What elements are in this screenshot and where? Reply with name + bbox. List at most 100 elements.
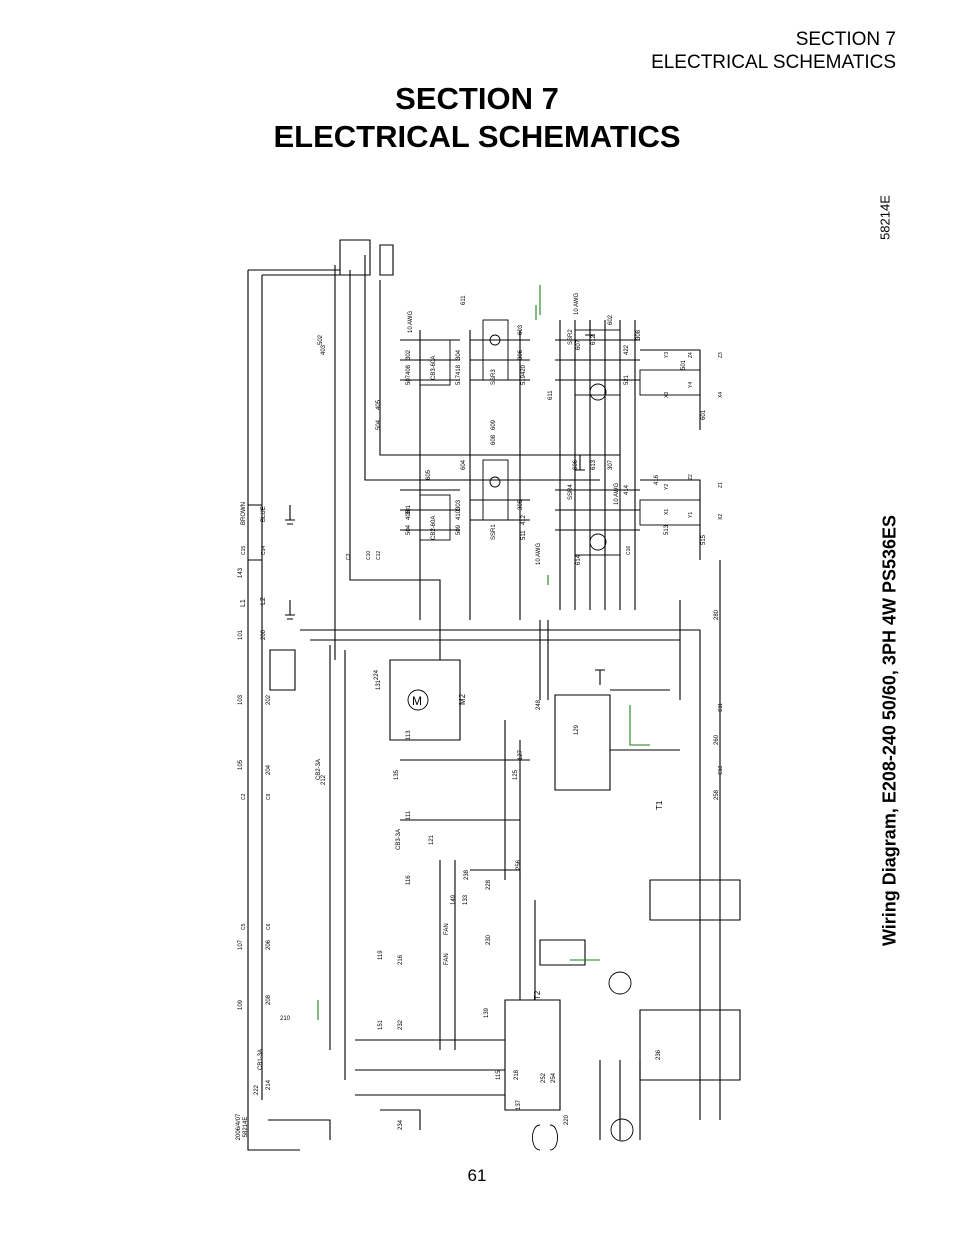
label-wire-260: 260	[714, 734, 720, 745]
label-wire-119: 119	[378, 950, 384, 960]
label-wire-402: 403	[321, 344, 327, 355]
label-terminal-c2: C2	[241, 793, 247, 800]
label-terminal-x1: X1	[664, 509, 670, 515]
label-wire-410: 412	[521, 514, 527, 525]
label-wire-116: 116	[406, 875, 412, 885]
contact-blocks	[407, 319, 701, 1151]
label-wire-115: 115	[496, 1070, 502, 1080]
label-transformer-t1: T1	[655, 800, 664, 810]
label-wire-503: 504	[376, 419, 382, 430]
page-title: SECTION 7 ELECTRICAL SCHEMATICS	[0, 80, 954, 156]
label-wire-604: 605	[426, 469, 432, 480]
label-motor-m: M	[412, 694, 422, 708]
label-wire-206: 206	[266, 939, 272, 950]
label-wire-406: 408	[406, 364, 412, 375]
running-head: SECTION 7 ELECTRICAL SCHEMATICS	[651, 28, 896, 74]
label-gauge-3: 10 AWG	[536, 543, 542, 565]
label-wire-143: 143	[238, 567, 244, 578]
label-wire-601: 602	[608, 314, 614, 325]
label-wire-404: 405	[376, 399, 382, 410]
page-title-line-2: ELECTRICAL SCHEMATICS	[273, 119, 681, 154]
label-cb3-3a: CB3-3A	[396, 829, 402, 850]
ground-leads	[317, 285, 650, 1020]
label-terminal-z1: Z1	[718, 482, 724, 488]
label-wire-107: 107	[238, 939, 244, 950]
label-wire-238: 238	[464, 869, 470, 880]
label-wire-307: 307	[608, 459, 614, 470]
label-wire-139: 139	[484, 1007, 490, 1018]
label-wire-220: 220	[564, 1114, 570, 1125]
label-terminal-z4: Z4	[688, 352, 694, 358]
label-terminal-c5: C5	[241, 923, 247, 930]
label-wire-420: 422	[624, 344, 630, 355]
label-wire-503b: 504	[406, 524, 412, 535]
label-ssr4: SSR4	[568, 484, 574, 500]
label-terminal-c9: C9	[266, 793, 272, 800]
label-wire-505: 507	[406, 374, 412, 385]
label-terminal-z3: Z3	[718, 352, 724, 358]
label-wire-224: 224	[374, 669, 380, 680]
label-wire-302: 302	[406, 349, 412, 360]
label-wire-308: 308	[636, 329, 642, 340]
label-wire-303: 303	[456, 499, 462, 510]
label-terminal-x2: X2	[718, 514, 724, 520]
label-wire-404b: 405	[406, 509, 412, 520]
label-wire-606: 607	[576, 339, 582, 350]
label-wire-210: 210	[280, 1016, 291, 1022]
label-fan-1: FAN	[444, 953, 450, 965]
label-terminal-c6: C6	[266, 923, 272, 930]
label-wire-513: 515	[701, 534, 707, 545]
label-wire-232: 232	[398, 1019, 404, 1030]
label-wire-236: 236	[656, 1049, 662, 1060]
label-wire-248: 248	[536, 699, 542, 710]
label-wire-151: 151	[378, 1019, 384, 1030]
terminal-labels: X3 X1 X4 X2 Y3 Y2 Y1 Y4 Z3 Z1 Z2 Z4 C15 …	[241, 352, 724, 930]
label-terminal-y3: Y3	[664, 352, 670, 358]
label-motor-m2: M2	[458, 693, 467, 705]
label-wire-254: 254	[551, 1072, 557, 1083]
wire-number-labels: 101 103 105 107 109 111 113 115 116 119 …	[238, 295, 720, 1130]
label-wire-517: 519	[521, 374, 527, 385]
label-wire-511: 513	[664, 524, 670, 535]
page-title-line-1: SECTION 7	[395, 81, 559, 116]
label-wire-111: 111	[406, 810, 412, 820]
label-wire-208: 208	[266, 994, 272, 1005]
label-wire-222: 222	[254, 1084, 260, 1095]
label-terminal-z2: Z2	[688, 474, 694, 480]
label-wire-280: 280	[714, 609, 720, 620]
label-l1: L1	[240, 599, 247, 607]
label-wire-610: 611	[461, 295, 467, 305]
label-wire-230: 230	[486, 934, 492, 945]
label-wire-258: 258	[714, 789, 720, 800]
label-wire-305: 305	[518, 499, 524, 510]
label-wire-501: 502	[318, 334, 324, 345]
label-wire-408: 410	[456, 509, 462, 520]
label-wire-133: 133	[463, 894, 469, 905]
running-head-subject: ELECTRICAL SCHEMATICS	[651, 52, 896, 73]
label-terminal-c15: C15	[241, 546, 247, 555]
label-wire-304: 304	[456, 349, 462, 360]
schematic-wires	[247, 239, 741, 1151]
label-wire-200: 200	[261, 629, 267, 640]
label-wire-306: 306	[518, 349, 524, 360]
label-gauge-4: 10 AWG	[614, 483, 620, 505]
label-ssr2: SSR2	[568, 329, 574, 345]
label-wire-416: 418	[456, 364, 462, 375]
label-wire-507: 509	[456, 524, 462, 535]
label-wire-101: 101	[238, 629, 244, 640]
label-wire-121: 121	[429, 834, 435, 845]
label-cb3-60a: CB3-60A	[431, 356, 437, 380]
label-brown: BROWN	[241, 502, 247, 525]
label-wire-607: 608	[491, 434, 497, 445]
label-wire-129: 129	[574, 724, 580, 735]
label-wire-137: 137	[516, 1099, 522, 1110]
label-terminal-c16: C16	[626, 546, 632, 555]
label-terminal-c11: C11	[718, 703, 724, 712]
label-wire-234: 234	[398, 1119, 404, 1130]
label-wire-131: 131	[376, 679, 382, 690]
component-labels: CB3-60A CB2-60A CB1-3A CB2-3A CB3-3A SSR…	[240, 293, 664, 1070]
label-wire-109: 109	[238, 999, 244, 1010]
label-wire-135: 135	[394, 769, 400, 780]
label-transformer-t2: T2	[533, 990, 542, 1000]
